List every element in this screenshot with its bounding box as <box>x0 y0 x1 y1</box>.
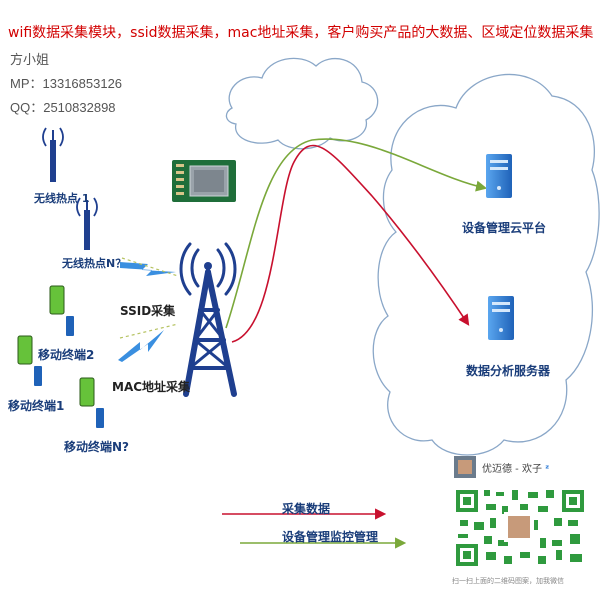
cloud-platform-server-icon <box>486 154 512 198</box>
mobile-1-phone-icon <box>17 335 42 386</box>
mobile-n-phone-icon <box>79 377 104 428</box>
cell-tower-icon <box>179 242 237 397</box>
mobile-2-phone-icon <box>49 285 74 336</box>
legend-monitor-manage-label: 设备管理监控管理 <box>282 530 379 544</box>
qr-footer-text: 扫一扫上面的二维码图案，加我微信 <box>452 577 564 585</box>
qr-profile-name: 优迈德 - 欢子 ᶻ <box>482 460 549 475</box>
cloud-platform-label: 设备管理云平台 <box>462 221 547 235</box>
contact-qq: QQ：2510832898 <box>10 100 116 115</box>
hotspot-dotted-link <box>121 257 179 277</box>
mac-signal-bolt-icon <box>118 330 164 362</box>
page-title: wifi数据采集模块，ssid数据采集，mac地址采集，客户购买产品的大数据、区… <box>8 25 594 41</box>
legend-collect-data-label: 采集数据 <box>282 502 331 516</box>
mobile-2-label: 移动终端2 <box>38 348 95 362</box>
hotspot-n-antenna-icon <box>76 197 98 250</box>
wifi-module-chip <box>172 160 236 202</box>
hotspot-1-antenna-icon <box>42 127 64 182</box>
contact-mp: MP：13316853126 <box>10 76 123 91</box>
internet-cloud <box>225 57 379 150</box>
green-flow-line-to-cloud-platform <box>225 138 488 329</box>
qr-plus-icon: ᶻ <box>545 464 550 475</box>
hotspot-1-label: 无线热点 1 <box>34 192 90 205</box>
red-flow-line-to-analysis-server <box>231 144 470 343</box>
ssid-signal-bolt-icon <box>120 262 176 276</box>
mobile-n-label: 移动终端N? <box>64 440 130 454</box>
analysis-server-label: 数据分析服务器 <box>466 364 551 378</box>
mobile-1-label: 移动终端1 <box>8 399 65 413</box>
mac-collect-label: MAC地址采集 <box>112 380 191 394</box>
hotspot-n-label: 无线热点N？ <box>62 257 127 270</box>
analysis-server-icon <box>488 296 514 340</box>
wechat-qr-code <box>452 456 588 570</box>
ssid-collect-label: SSID采集 <box>120 304 176 318</box>
mobile-dotted-link <box>119 323 179 339</box>
server-cloud <box>372 73 600 456</box>
contact-name: 方小姐 <box>10 52 50 67</box>
qr-profile-name-text: 优迈德 - 欢子 <box>482 464 542 475</box>
